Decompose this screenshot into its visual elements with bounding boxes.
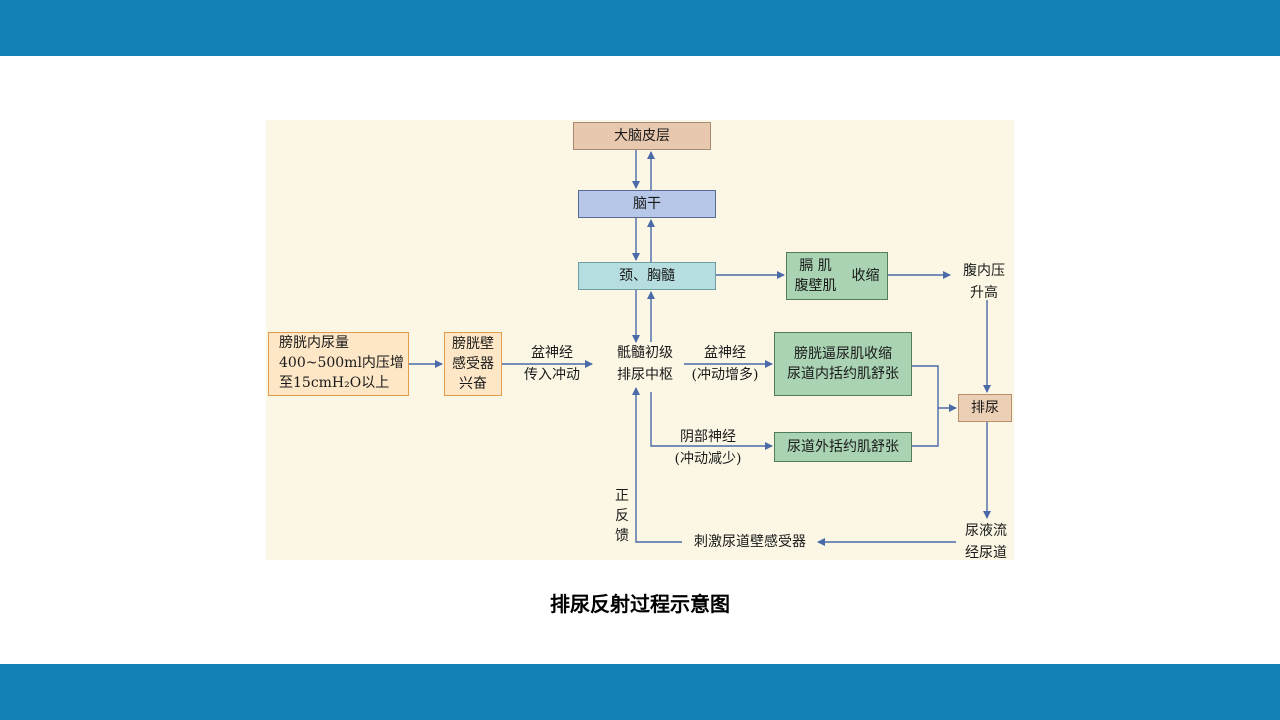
node-contract-label: 收缩	[851, 268, 880, 284]
node-urine-flow-2: 经尿道	[965, 545, 1007, 561]
label-pelvic-efferent: 盆神经 (冲动增多)	[684, 342, 766, 386]
node-sacral-label-1: 骶髓初级	[617, 345, 673, 361]
connector-arrows	[409, 150, 991, 546]
node-diaphragm-abdominal-wall: 膈 肌 腹壁肌 收缩	[786, 252, 888, 300]
node-detrusor-label-1: 膀胱逼尿肌收缩	[794, 346, 892, 362]
label-feedback-2: 反	[615, 508, 629, 524]
node-urine-flow: 尿液流 经尿道	[956, 520, 1016, 564]
node-brainstem: 脑干	[578, 190, 716, 218]
node-urination: 排尿	[958, 394, 1012, 422]
node-urethral-receptor-label: 刺激尿道壁感受器	[694, 534, 806, 550]
node-abdominal-pressure: 腹内压 升高	[954, 260, 1014, 304]
node-detrusor-label-2: 尿道内括约肌舒张	[787, 366, 899, 382]
node-cervical-thoracic-cord: 颈、胸髓	[578, 262, 716, 290]
label-feedback-1: 正	[615, 488, 629, 504]
node-detrusor: 膀胱逼尿肌收缩 尿道内括约肌舒张	[774, 332, 912, 396]
node-abdominal-pressure-1: 腹内压	[963, 263, 1005, 279]
label-pudendal-1: 阴部神经	[680, 429, 736, 445]
node-bladder-label-3: 至15cmH₂O以上	[279, 375, 390, 391]
label-afferent-2: 传入冲动	[524, 367, 580, 383]
label-pelvic-efferent-1: 盆神经	[704, 345, 746, 361]
node-diaphragm-label-2: 腹壁肌	[794, 278, 837, 294]
bottom-banner	[0, 664, 1280, 720]
node-bladder-volume: 膀胱内尿量 400~500ml内压增 至15cmH₂O以上	[268, 332, 409, 396]
arrow-feedback-to-sacral	[632, 387, 682, 543]
label-pelvic-efferent-2: (冲动增多)	[691, 367, 759, 383]
node-bladder-label-1: 膀胱内尿量	[279, 335, 349, 351]
node-brainstem-label: 脑干	[633, 196, 661, 212]
node-external-label: 尿道外括约肌舒张	[787, 439, 899, 455]
label-positive-feedback: 正 反 馈	[612, 486, 632, 546]
node-diaphragm-label-1: 膈 肌	[799, 258, 832, 274]
label-afferent-1: 盆神经	[531, 345, 573, 361]
node-urethral-receptor: 刺激尿道壁感受器	[684, 531, 816, 553]
label-pudendal: 阴部神经 (冲动减少)	[662, 426, 754, 470]
figure-caption: 排尿反射过程示意图	[550, 592, 730, 616]
label-afferent: 盆神经 传入冲动	[512, 342, 592, 386]
node-abdominal-pressure-2: 升高	[970, 285, 998, 301]
node-bladder-label-2: 400~500ml内压增	[279, 355, 404, 371]
diagram-panel: 大脑皮层 脑干 颈、胸髓 膈 肌 腹壁肌 收缩 腹内压 升高 膀胱内尿量 400…	[266, 120, 1014, 561]
label-pudendal-2: (冲动减少)	[674, 451, 742, 467]
arrow-sacral-to-external	[650, 392, 773, 450]
node-sacral-label-2: 排尿中枢	[617, 367, 673, 383]
node-urine-flow-1: 尿液流	[965, 523, 1007, 539]
node-receptor-label-1: 膀胱壁	[452, 336, 494, 352]
node-sacral-center: 骶髓初级 排尿中枢	[600, 342, 690, 386]
node-receptor-label-2: 感受器	[452, 356, 494, 372]
node-cortex-label: 大脑皮层	[614, 128, 670, 144]
label-feedback-3: 馈	[615, 528, 629, 544]
node-bladder-receptor: 膀胱壁 感受器 兴奋	[444, 332, 502, 396]
node-cervical-label: 颈、胸髓	[619, 268, 675, 284]
node-external-sphincter: 尿道外括约肌舒张	[774, 432, 912, 462]
node-cortex: 大脑皮层	[573, 122, 711, 150]
node-urination-label: 排尿	[971, 400, 999, 416]
node-receptor-label-3: 兴奋	[459, 376, 487, 392]
top-banner	[0, 0, 1280, 56]
